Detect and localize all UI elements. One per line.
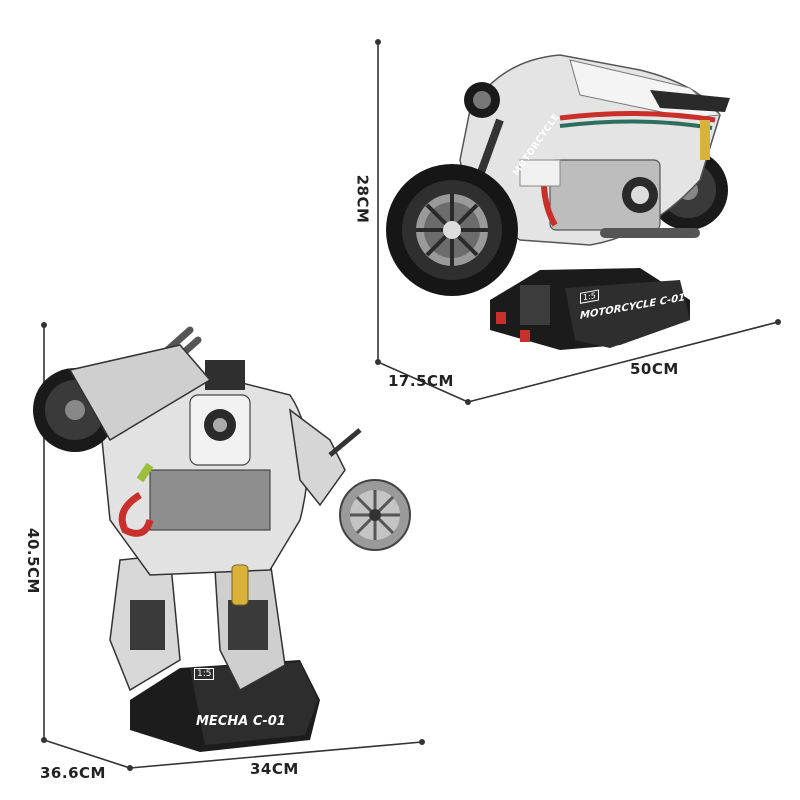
- mecha-plaque-title: MECHA C-01: [196, 714, 286, 729]
- motorcycle-body: [456, 54, 730, 246]
- dimension-endpoint: [127, 765, 133, 771]
- mecha-torso: [99, 360, 309, 606]
- mecha-scale-badge: 1:5: [194, 668, 215, 680]
- dimension-endpoint: [41, 737, 47, 743]
- motorcycle-stand: [490, 268, 690, 350]
- dimension-endpoint: [375, 359, 381, 365]
- mecha-plaque: 1:5 MECHA C-01: [192, 668, 302, 738]
- motorcycle-front-wheel: [386, 164, 518, 296]
- motorcycle-dimension-lines: [377, 42, 779, 403]
- mecha-arm: [289, 408, 362, 507]
- dimension-endpoint: [775, 319, 781, 325]
- dimension-endpoint: [375, 39, 381, 45]
- mecha-base: [130, 660, 320, 752]
- dimension-endpoint: [41, 322, 47, 328]
- mecha-height-label: 40.5CM: [23, 528, 42, 594]
- motorcycle-length-label: 50CM: [630, 360, 679, 378]
- dimension-endpoint: [465, 399, 471, 405]
- motorcycle-depth-label: 17.5CM: [388, 372, 454, 390]
- mecha-width-label: 34CM: [250, 760, 299, 778]
- mecha-depth-label: 36.6CM: [40, 764, 106, 782]
- mecha-front-wheel: [339, 479, 411, 551]
- dimension-endpoint: [419, 739, 425, 745]
